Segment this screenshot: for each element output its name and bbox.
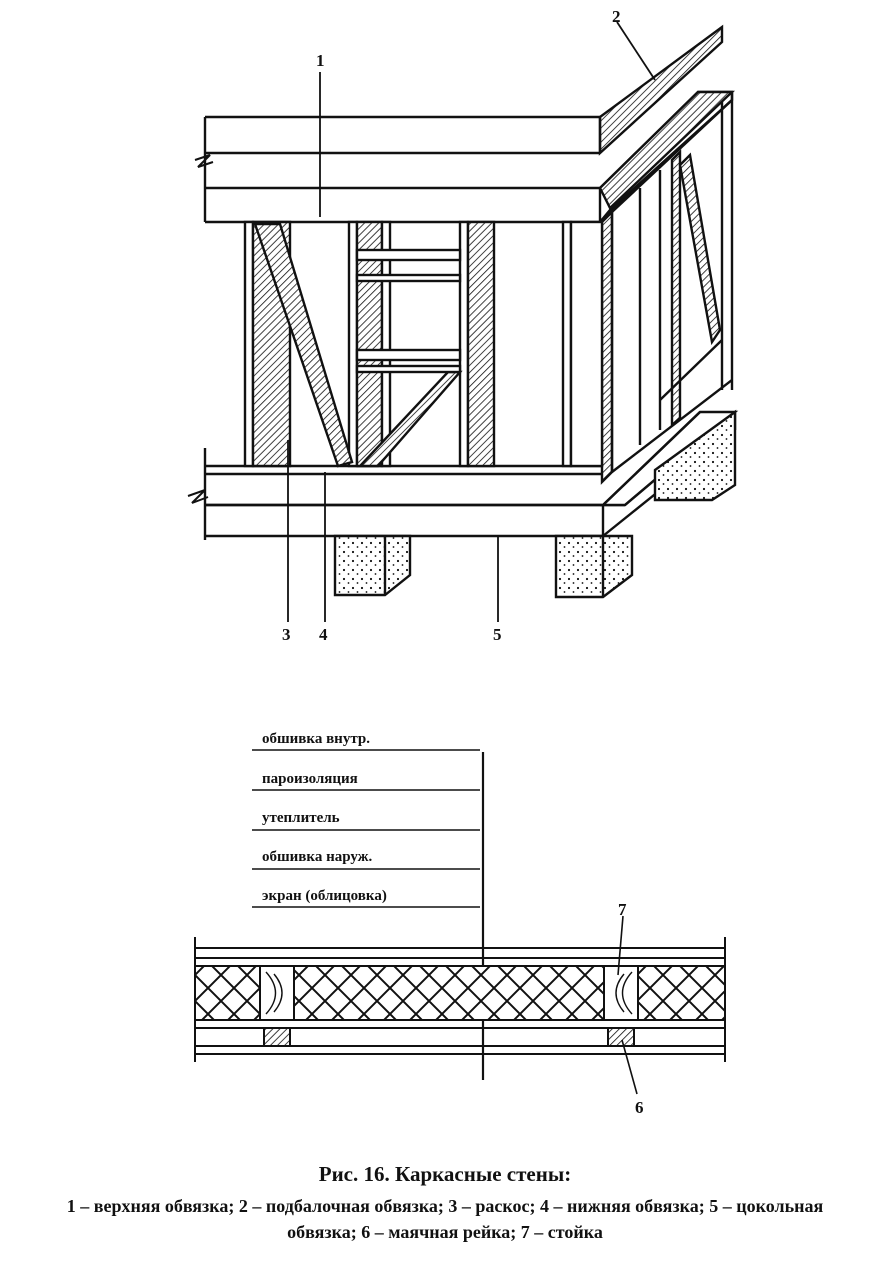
label-5: 5 [493, 625, 502, 644]
label-6: 6 [635, 1098, 644, 1117]
section-batten [263, 1027, 635, 1047]
layer-label-inner-sheathing: обшивка внутр. [262, 731, 370, 747]
label-3: 3 [282, 625, 291, 644]
caption-title: Рис. 16. Каркасные стены: [318, 1162, 572, 1186]
label-2: 2 [612, 7, 621, 26]
caption-legend: 1 – верхняя обвязка; 2 – подбалочная обв… [66, 1196, 824, 1242]
top-plate [194, 115, 600, 224]
wall-frame-axonometric [187, 21, 739, 622]
label-1: 1 [316, 51, 325, 70]
layer-label-insulation: утеплитель [262, 810, 340, 826]
under-beam-plate [598, 24, 724, 156]
layer-label-vapor-barrier: пароизоляция [262, 771, 358, 787]
figure-caption: Рис. 16. Каркасные стены: 1 – верхняя об… [0, 1162, 890, 1245]
layer-label-outer-sheathing: обшивка наруж. [262, 849, 373, 865]
section-stud [259, 965, 639, 1021]
side-wall-frame [600, 92, 734, 485]
noggins [355, 248, 462, 374]
foundation-blocks [333, 409, 737, 599]
label-7: 7 [618, 900, 627, 919]
wall-section [194, 915, 726, 1095]
label-4: 4 [319, 625, 328, 644]
layer-label-screen-cladding: экран (облицовка) [262, 888, 387, 904]
leader-lines [287, 21, 656, 622]
layer-legend [252, 749, 485, 1080]
